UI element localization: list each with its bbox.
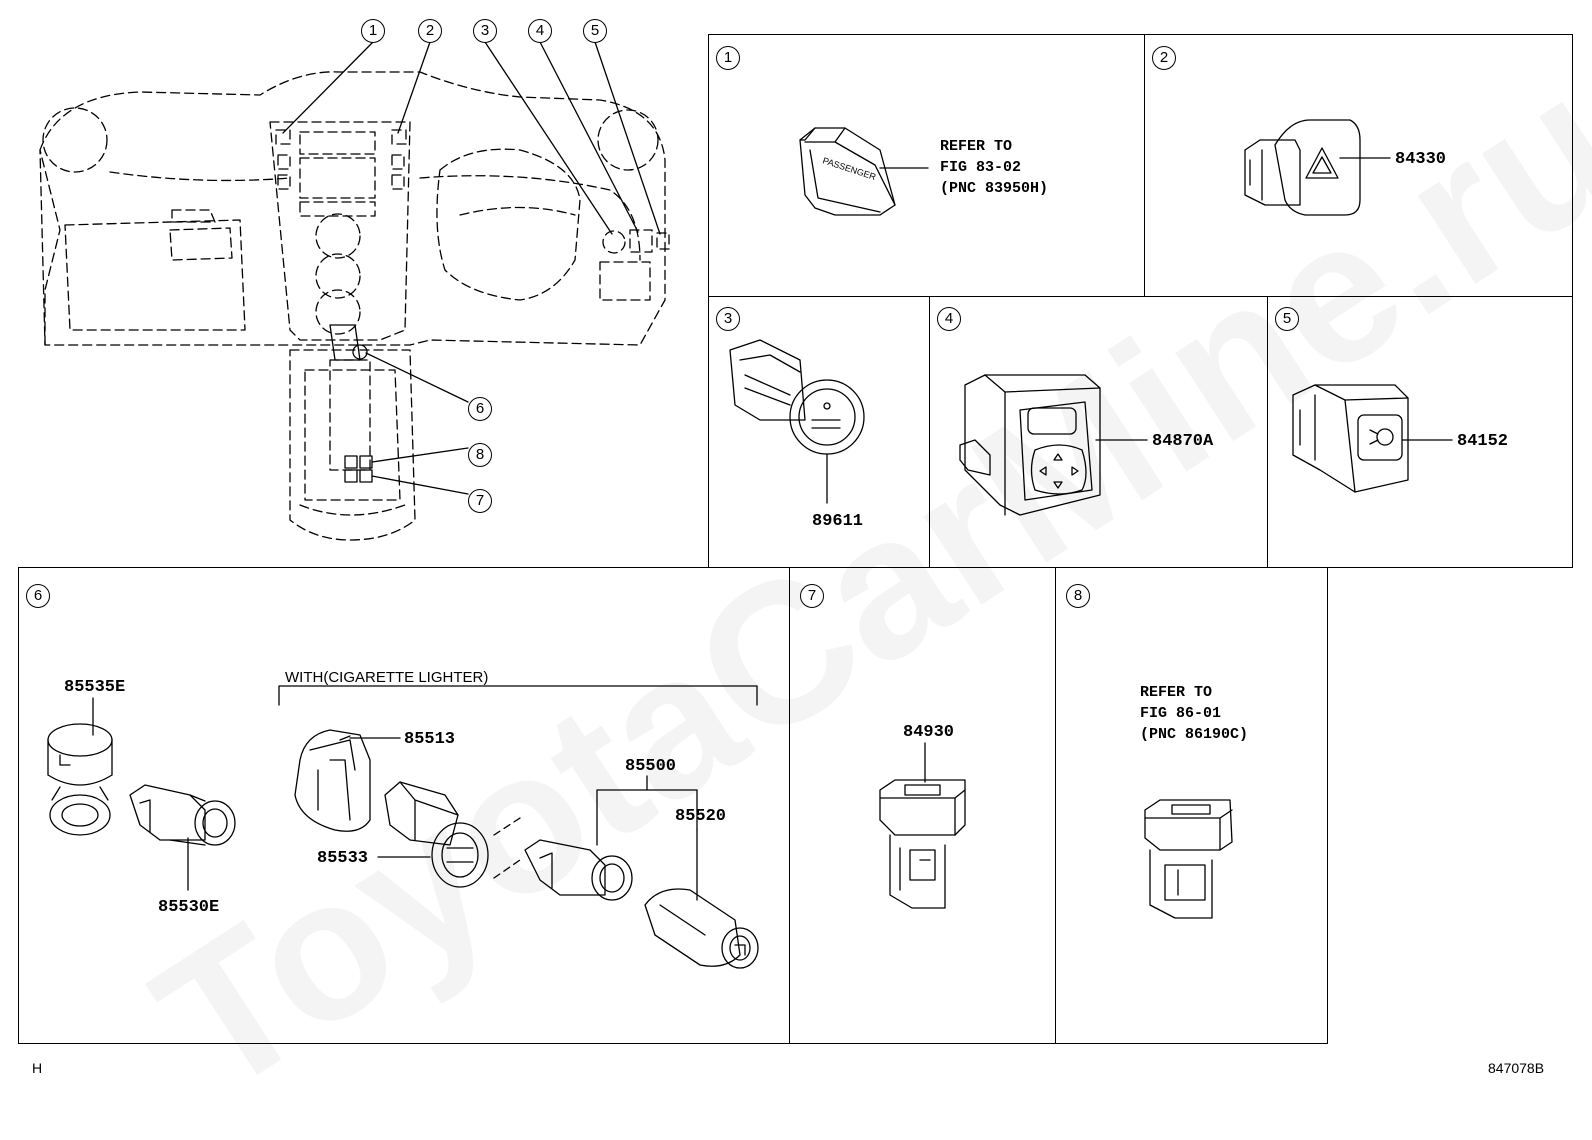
part-84870a: 84870A [1152, 432, 1214, 451]
overview-callout-7: 7 [468, 489, 492, 513]
panel-8 [1055, 567, 1328, 1044]
panel-8-note: REFER TO FIG 86-01 (PNC 86190C) [1140, 682, 1248, 745]
part-85513: 85513 [404, 730, 456, 749]
overview-leader-lines [282, 41, 661, 495]
overview-callout-3: 3 [473, 19, 497, 43]
panel-6-number: 6 [26, 584, 50, 608]
ring-85533-drawing [384, 781, 489, 888]
start-switch-drawing [729, 339, 865, 455]
panel-2 [1144, 34, 1573, 297]
group-label-cigarette-lighter: WITH(CIGARETTE LIGHTER) [285, 669, 489, 686]
panel-2-number: 2 [1152, 46, 1176, 70]
panel-4-number: 4 [937, 307, 961, 331]
part-85530e: 85530E [158, 898, 220, 917]
panel-1 [708, 34, 1145, 297]
overview-callout-2: 2 [418, 19, 442, 43]
panel-8-number: 8 [1066, 584, 1090, 608]
panel-1-note: REFER TO FIG 83-02 (PNC 83950H) [940, 136, 1048, 199]
hazard-switch-drawing [1244, 119, 1361, 216]
plug-85520-drawing [644, 888, 759, 969]
panel-7 [789, 567, 1056, 1044]
panel-4 [929, 296, 1268, 568]
housing-85513-drawing [294, 729, 371, 832]
panel-8-note-line-3: (PNC 86190C) [1140, 726, 1249, 743]
part-84152: 84152 [1457, 432, 1509, 451]
overview-callout-1: 1 [361, 19, 385, 43]
part-85533: 85533 [317, 849, 369, 868]
panel-1-number: 1 [716, 46, 740, 70]
part-85535e: 85535E [64, 678, 126, 697]
footer-left-code: H [32, 1060, 43, 1076]
diagram-artwork: PASSENGER [39, 41, 1453, 969]
socket-85530e-drawing [129, 784, 236, 846]
switch-84930-drawing [879, 779, 966, 909]
panel-5-number: 5 [1275, 307, 1299, 331]
overview-callout-6: 6 [468, 397, 492, 421]
footer-figure-code: 847078B [1488, 1060, 1545, 1076]
switch-8-drawing [1144, 799, 1233, 919]
dashed-guide [493, 817, 521, 879]
part-85520: 85520 [675, 807, 727, 826]
lighter-cap-drawing [47, 723, 113, 836]
part-89611: 89611 [812, 512, 864, 531]
panel-5 [1267, 296, 1573, 568]
overview-callout-4: 4 [528, 19, 552, 43]
panel-8-note-line-2: FIG 86-01 [1140, 705, 1222, 722]
part-84330: 84330 [1395, 150, 1447, 169]
part-85500: 85500 [625, 757, 677, 776]
panel-6 [18, 567, 790, 1044]
overview-callout-5: 5 [583, 19, 607, 43]
panel-3-number: 3 [716, 307, 740, 331]
leveling-switch-drawing [1292, 384, 1409, 493]
panel-8-note-line-1: REFER TO [1140, 684, 1213, 701]
panel-7-number: 7 [800, 584, 824, 608]
panel-1-note-line-1: REFER TO [940, 138, 1013, 155]
group-bracket [278, 685, 758, 706]
socket-85500-drawing [524, 839, 633, 901]
dashboard-overview-drawing [39, 71, 670, 541]
mirror-switch-drawing [959, 374, 1101, 516]
overview-callout-8: 8 [468, 443, 492, 467]
part-84930: 84930 [903, 723, 955, 742]
panel-1-note-line-2: FIG 83-02 [940, 159, 1022, 176]
overview-solid-parts [329, 324, 373, 483]
panel-1-note-line-3: (PNC 83950H) [940, 180, 1049, 197]
